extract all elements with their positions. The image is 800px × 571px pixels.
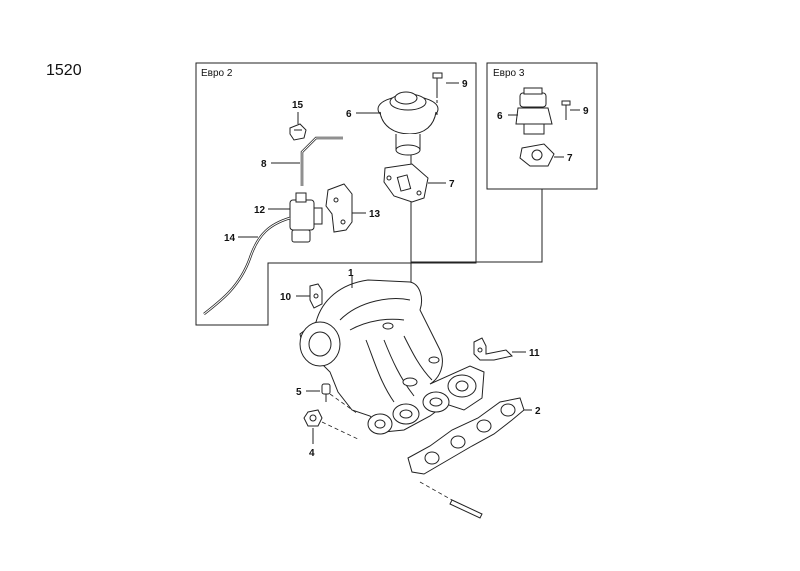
intake-manifold-1: 1 [299, 268, 485, 435]
callout-4: 4 [309, 448, 315, 459]
gasket-7-euro2: 7 [383, 163, 455, 203]
callout-2: 2 [535, 406, 541, 417]
bolt-9-euro2: 9 [432, 72, 468, 118]
gasket-2: 2 [407, 397, 541, 475]
callout-7-euro3: 7 [567, 153, 573, 164]
egr-valve-euro3: 6 [497, 87, 553, 135]
vacuum-hose-8: 8 [261, 136, 343, 186]
page-number: 1520 [46, 62, 82, 79]
bolt-9-euro3: 9 [561, 100, 589, 120]
bracket-11: 11 [473, 337, 540, 361]
callout-10: 10 [280, 292, 292, 303]
euro3-box-title: Евро 3 [493, 68, 525, 79]
callout-14: 14 [224, 233, 236, 244]
solenoid-12: 12 [254, 192, 323, 243]
sensor-5: 5 [296, 383, 359, 415]
callout-7-euro2: 7 [449, 179, 455, 190]
callout-11: 11 [529, 348, 540, 359]
callout-15: 15 [292, 100, 304, 111]
euro2-box-title: Евро 2 [201, 68, 233, 79]
callout-1: 1 [348, 268, 354, 279]
callout-9-euro2: 9 [462, 79, 468, 90]
gasket-7-euro3: 7 [519, 143, 573, 167]
callout-6-euro2: 6 [346, 109, 352, 120]
stud [419, 481, 483, 519]
egr-valve-euro2: 6 [346, 91, 439, 156]
bracket-13: 13 [325, 183, 381, 233]
nut-4: 4 [303, 409, 361, 459]
clip-15: 15 [289, 100, 307, 141]
callout-8: 8 [261, 159, 267, 170]
callout-9-euro3: 9 [583, 106, 589, 117]
egr-connector-line [411, 189, 543, 263]
callout-13: 13 [369, 209, 381, 220]
callout-12: 12 [254, 205, 266, 216]
callout-5: 5 [296, 387, 302, 398]
hose-14: 14 [203, 216, 291, 315]
bracket-10: 10 [280, 283, 323, 309]
callout-6-euro3: 6 [497, 111, 503, 122]
euro2-box: Евро 2 [195, 62, 477, 326]
